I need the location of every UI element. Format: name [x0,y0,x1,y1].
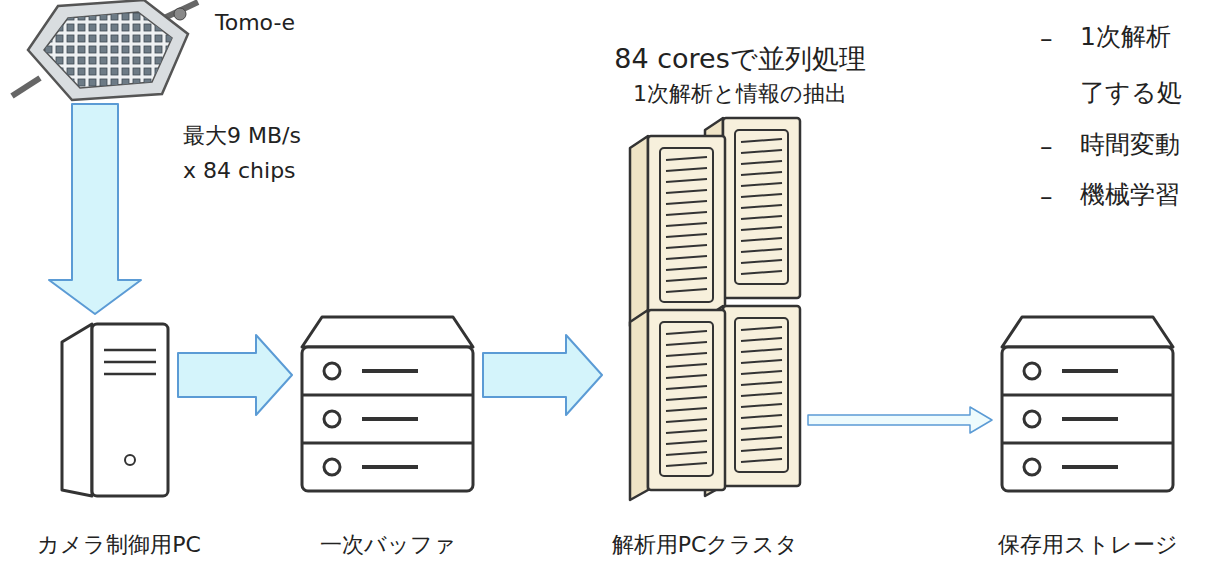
telescope-camera-illustration [10,0,200,100]
storage-node: 保存用ストレージ [1000,315,1175,495]
camera-pc-node: カメラ制御用PC [60,320,170,500]
node-label: 保存用ストレージ [970,532,1205,558]
telescope-node: Tomo-e [10,0,200,100]
block-arrow [808,407,992,433]
bullet-note: 時間変動 [1080,130,1180,160]
pc-cluster-icon [610,118,800,500]
bullet-note: 機械学習 [1080,180,1180,210]
bullet-note: 1次解析 [1080,22,1171,52]
computer-tower-icon [60,320,170,500]
buffer-node: 一次バッファ [300,315,475,495]
cluster-node: 84 coresで並列処理1次解析と情報の抽出解析用PCクラスタ [610,118,800,500]
node-label: 84 coresで並列処理 [585,43,895,75]
block-arrow [483,335,602,415]
bullet-note: – [1040,24,1053,54]
bullet-note: 了する処 [1080,78,1182,108]
block-arrow [178,335,292,415]
bullet-note: – [1040,132,1053,162]
edge-label: 最大9 MB/s x 84 chips [183,118,311,188]
block-arrow [49,104,141,314]
node-label: Tomo-e [215,10,335,36]
node-label: 一次バッファ [270,532,505,558]
node-label: 解析用PCクラスタ [580,532,830,558]
server-icon [1000,315,1175,495]
node-label: カメラ制御用PC [4,532,234,558]
bullet-note: – [1040,182,1053,212]
server-icon [300,315,475,495]
node-label: 1次解析と情報の抽出 [585,81,895,107]
